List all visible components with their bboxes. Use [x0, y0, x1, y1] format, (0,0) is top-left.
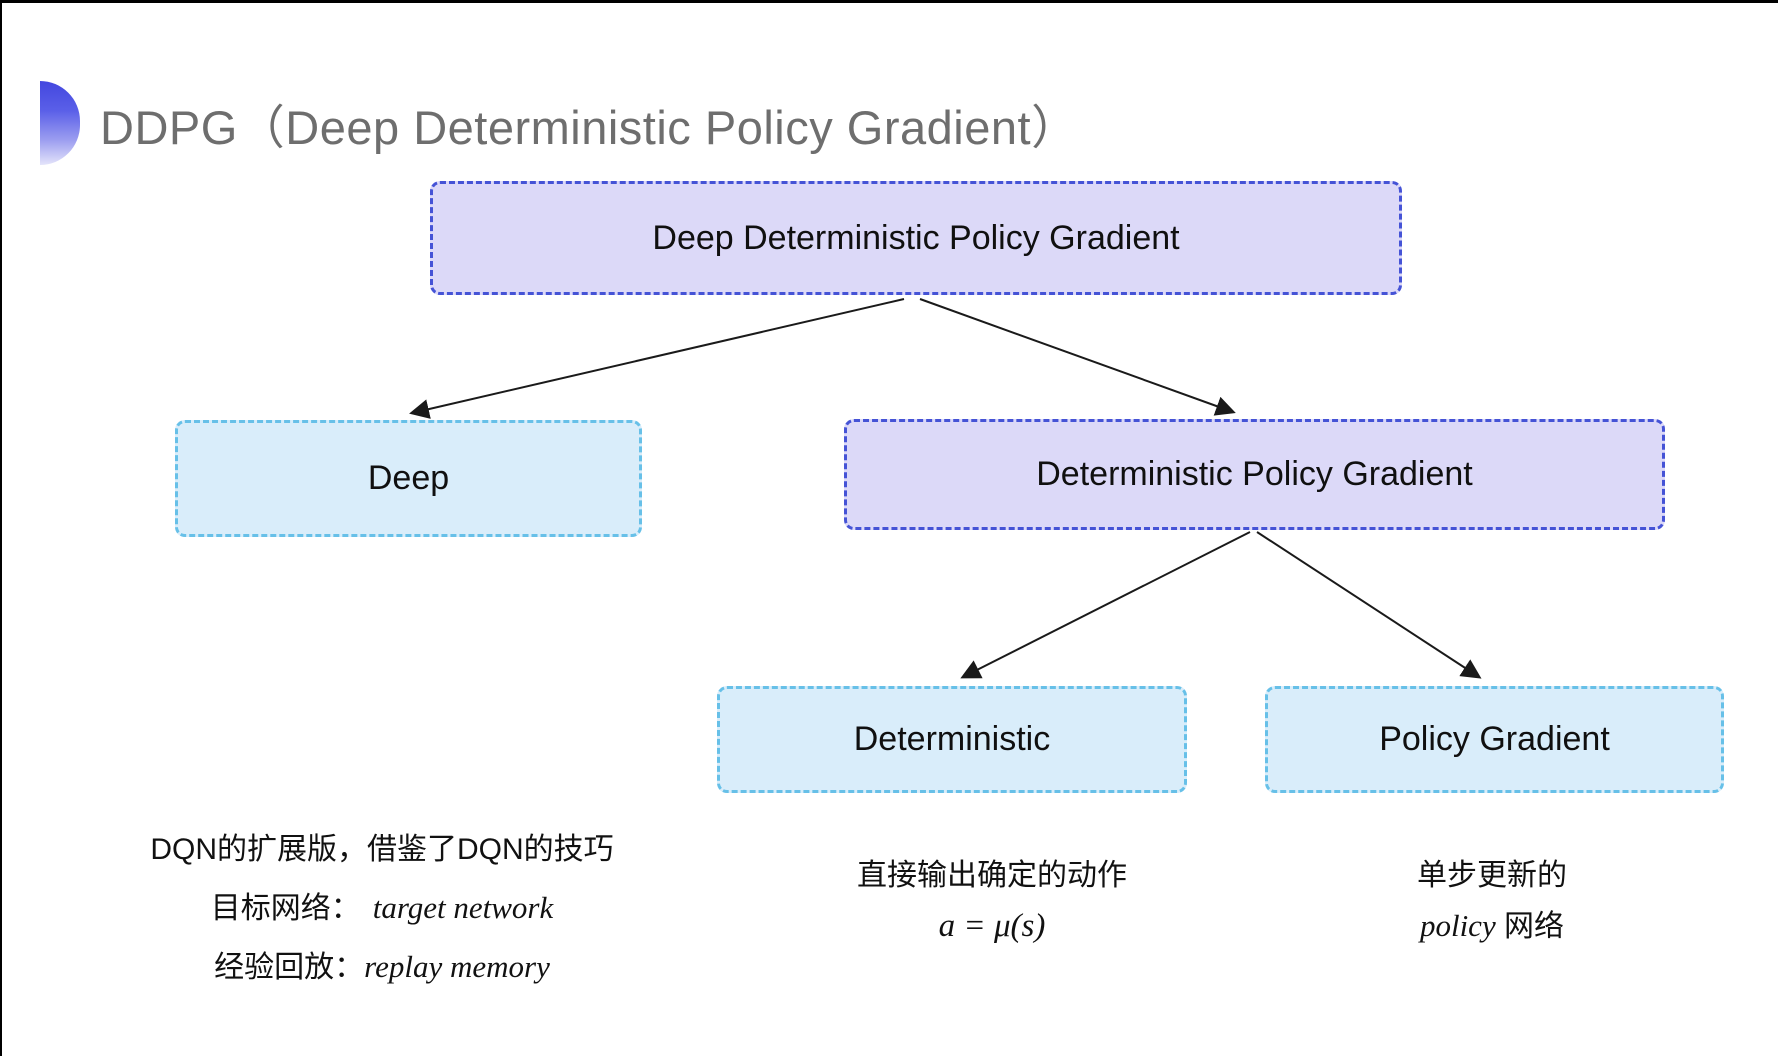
- note-policy-gradient-line1: 单步更新的: [1417, 859, 1567, 892]
- note-policy-gradient: 单步更新的 policy 网络: [1292, 851, 1692, 952]
- tree-node-root-label: Deep Deterministic Policy Gradient: [652, 218, 1180, 257]
- note-deep: DQN的扩展版，借鉴了DQN的技巧 目标网络： target network 经验…: [122, 821, 642, 997]
- tree-node-deterministic-label: Deterministic: [853, 720, 1051, 758]
- note-deep-line2: 目标网络： target network: [122, 879, 642, 938]
- semicircle-bullet-icon: [40, 81, 80, 165]
- note-deterministic-line1: 直接输出确定的动作: [857, 859, 1127, 892]
- note-deterministic: 直接输出确定的动作 a = μ(s): [792, 851, 1192, 951]
- note-deep-target-value: target network: [372, 890, 554, 925]
- slide-header: DDPG（Deep Deterministic Policy Gradient）: [40, 81, 1079, 165]
- note-deep-replay-label: 经验回放：: [214, 951, 365, 984]
- note-deep-replay-value: replay memory: [364, 949, 550, 984]
- note-deterministic-formula: a = μ(s): [938, 908, 1046, 944]
- tree-node-deterministic: Deterministic: [717, 686, 1187, 793]
- note-policy-gradient-word-italic: policy: [1419, 908, 1496, 943]
- note-deep-target-label: 目标网络：: [210, 892, 361, 925]
- note-deep-line3: 经验回放：replay memory: [122, 938, 642, 997]
- tree-node-dpg-label: Deterministic Policy Gradient: [1036, 455, 1473, 493]
- tree-node-deep-label: Deep: [367, 459, 450, 497]
- note-policy-gradient-word-rest: 网络: [1495, 910, 1565, 943]
- tree-node-deterministic-policy-gradient: Deterministic Policy Gradient: [844, 419, 1665, 530]
- tree-node-root: Deep Deterministic Policy Gradient: [430, 181, 1402, 295]
- note-deep-line1: DQN的扩展版，借鉴了DQN的技巧: [150, 833, 614, 866]
- note-policy-gradient-line2: policy 网络: [1292, 901, 1692, 952]
- tree-node-policy-gradient: Policy Gradient: [1265, 686, 1724, 793]
- tree-node-policy-gradient-label: Policy Gradient: [1379, 720, 1610, 758]
- page-title: DDPG（Deep Deterministic Policy Gradient）: [100, 100, 1079, 154]
- tree-node-deep: Deep: [175, 420, 642, 537]
